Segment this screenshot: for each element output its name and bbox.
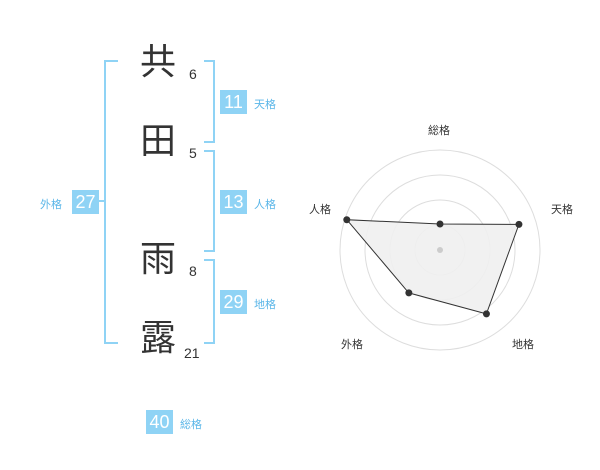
jinkaku-value: 13 [220,190,247,214]
chikaku-value: 29 [220,290,247,314]
chikaku-label: 地格 [254,298,276,311]
radar-polygon [345,219,520,315]
radar-label-gaikaku: 外格 [341,338,363,351]
gaikaku-value: 27 [72,190,99,214]
soukaku-value: 40 [146,410,173,434]
radar-label-tenkaku: 天格 [551,203,573,216]
stroke-count-4: 21 [184,345,200,361]
gaikaku-bracket-tick [95,200,104,202]
radar-label-soukaku: 総格 [428,124,450,137]
radar-grid-ring [339,149,541,351]
radar-point [515,220,523,228]
name-char-1: 共 [140,42,177,83]
stroke-count-1: 6 [189,66,197,82]
soukaku-label: 総格 [180,418,202,431]
radar-points [343,216,523,318]
radar-label-jinkaku: 人格 [309,203,331,216]
gaikaku-label: 外格 [40,198,62,211]
jinkaku-bracket [204,150,215,252]
radar-center-dot [437,247,443,253]
gaikaku-bracket [104,60,118,344]
jinkaku-label: 人格 [254,198,276,211]
radar-point [436,220,444,228]
radar-point [482,310,490,318]
chikaku-bracket [204,259,215,344]
stroke-count-3: 8 [189,263,197,279]
name-char-3: 雨 [140,239,177,280]
name-char-2: 田 [140,121,177,162]
name-char-4: 露 [140,318,177,359]
stroke-count-2: 5 [189,145,197,161]
tenkaku-label: 天格 [254,98,276,111]
tenkaku-value: 11 [220,90,247,114]
radar-label-chikaku: 地格 [512,338,534,351]
radar-grid-ring [364,174,516,326]
tenkaku-bracket [204,60,215,143]
radar-point [405,289,413,297]
radar-point [343,216,351,224]
